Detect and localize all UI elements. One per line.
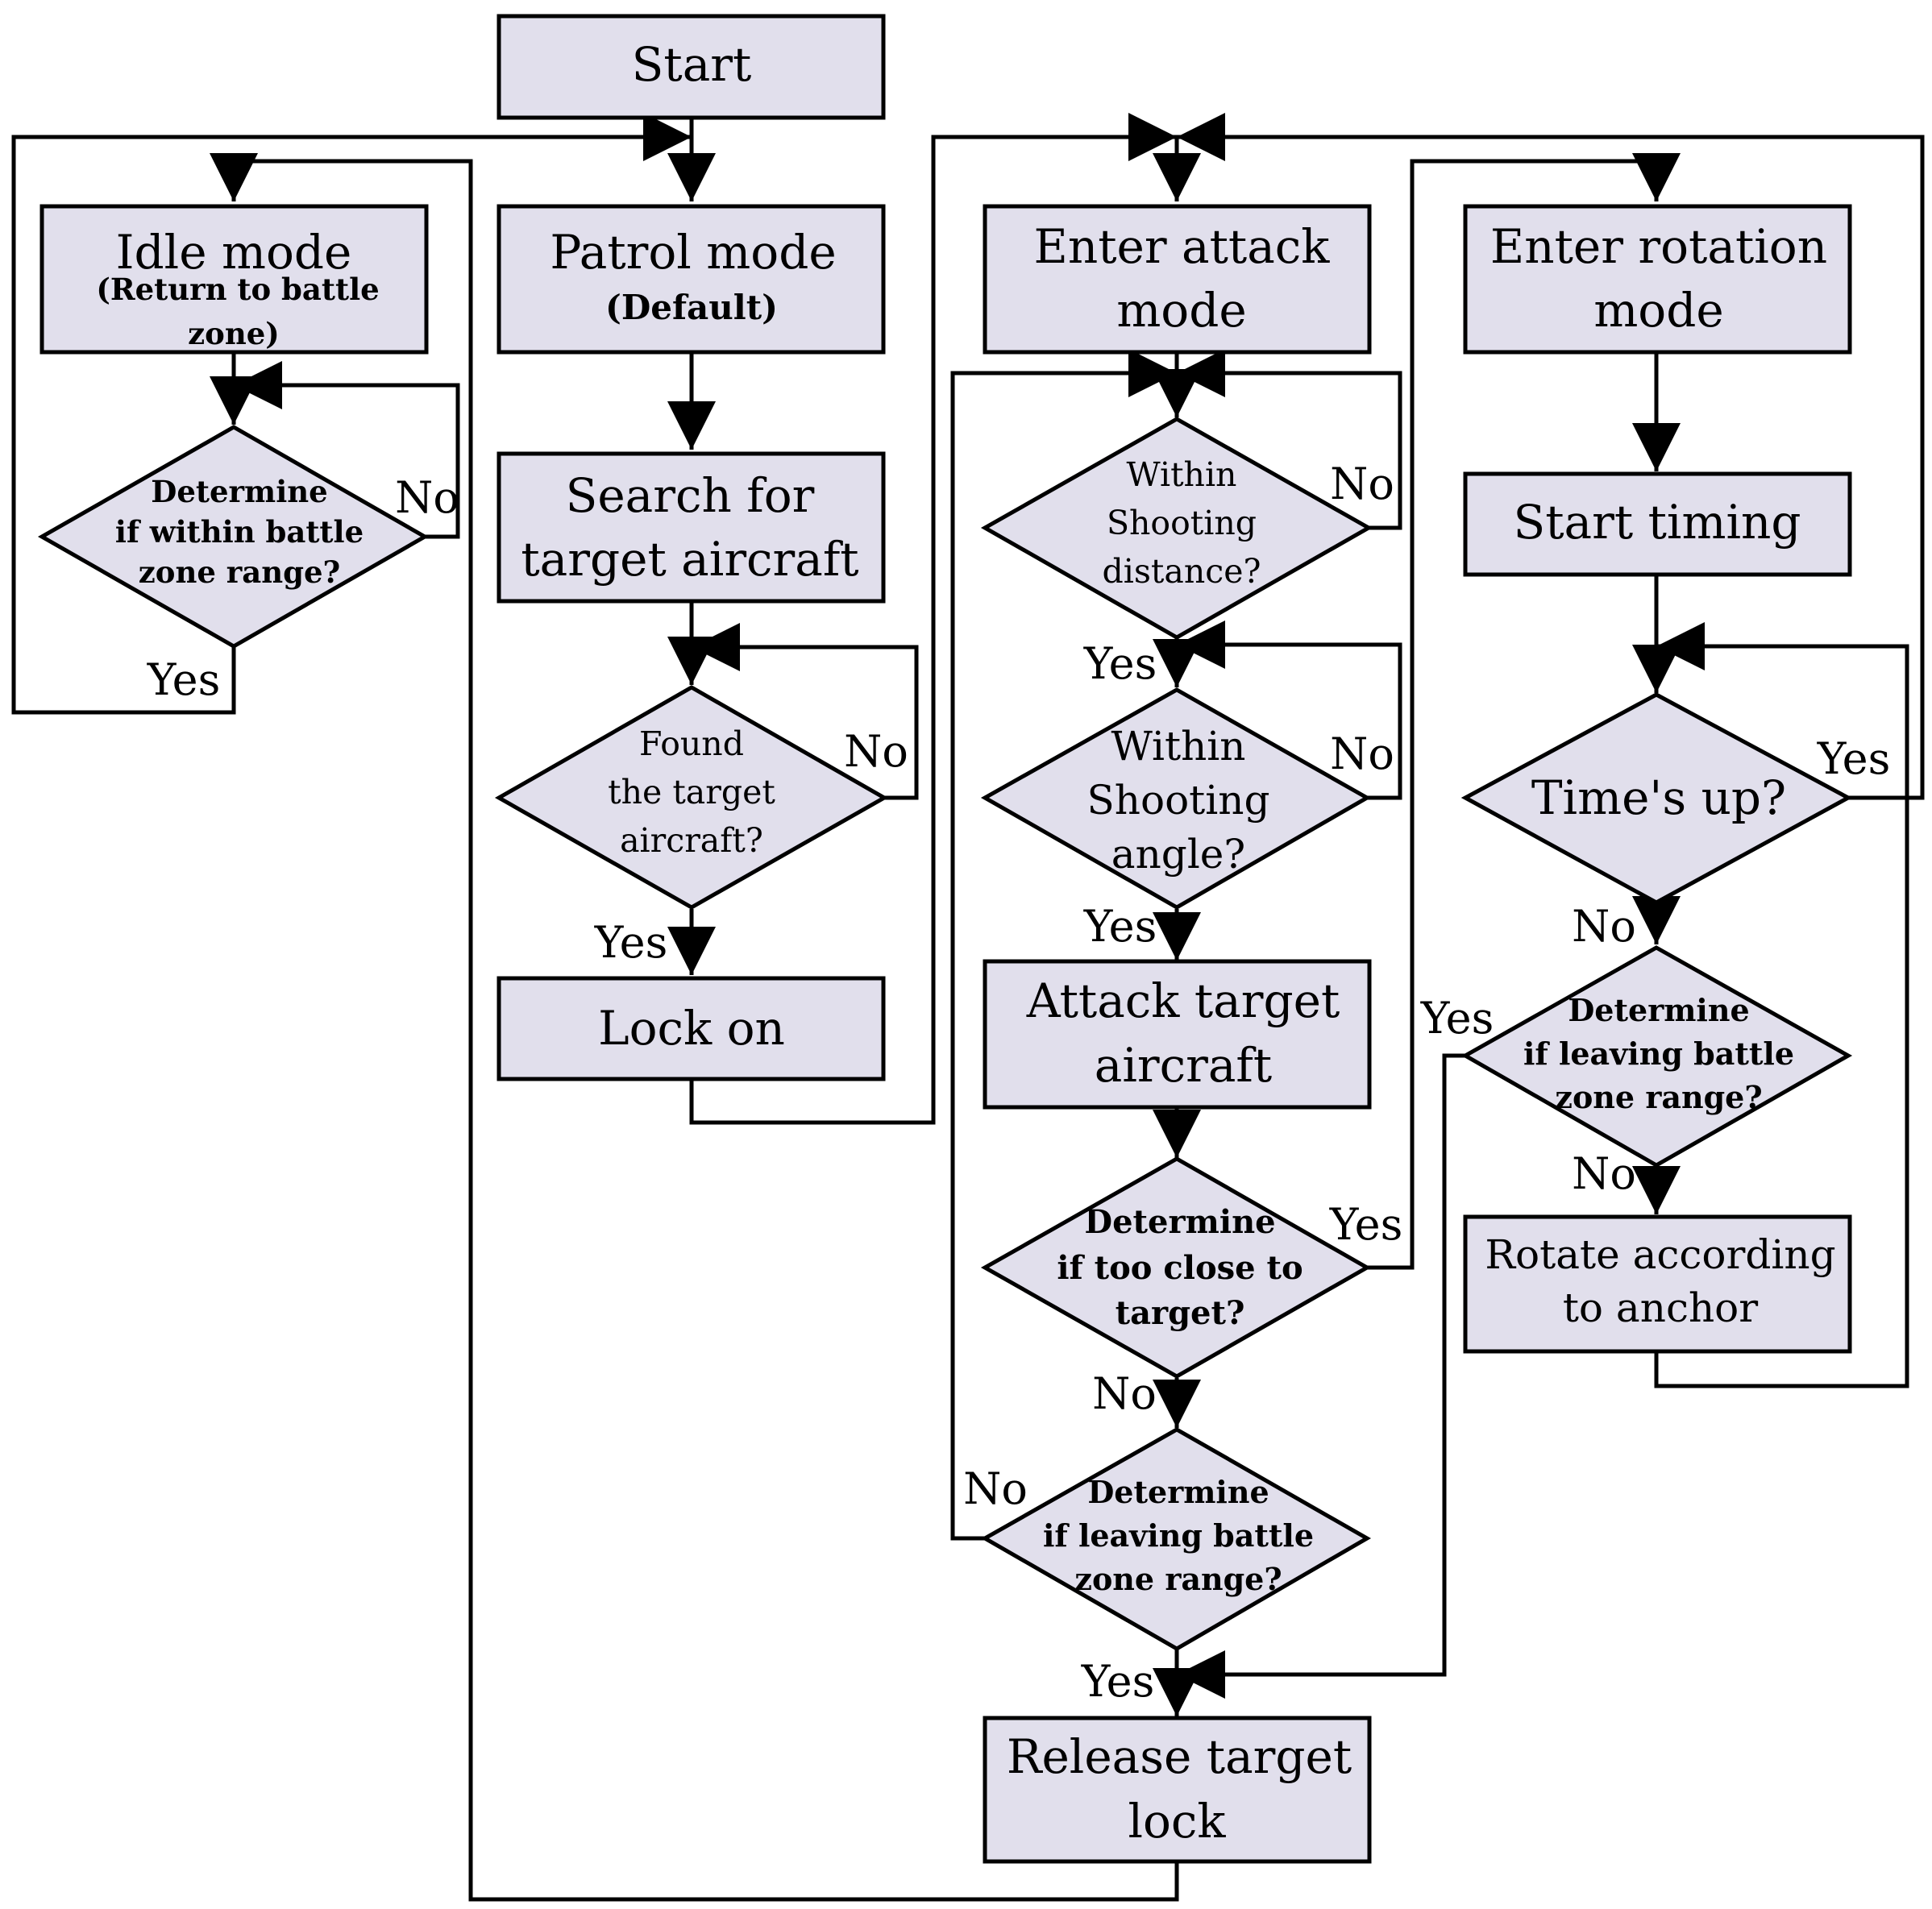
enter-rotation-mode-line-1: Enter rotation [1490, 219, 1827, 274]
distance-yes-label: Yes [1083, 638, 1157, 689]
lock-on-label: Lock on [598, 1001, 785, 1056]
shooting-distance-line-3: distance? [1103, 552, 1261, 591]
zone-yes-label: Yes [147, 654, 221, 705]
leaving-zone-attack-line-2: if leaving battle [1043, 1517, 1314, 1554]
idle-mode-sub-line-1: (Return to battle [96, 272, 379, 307]
search-target-line-1: Search for [566, 468, 815, 523]
search-target-line-2: target aircraft [521, 532, 858, 587]
release-lock-line-2: lock [1128, 1794, 1226, 1849]
shooting-angle-line-1: Within [1111, 723, 1246, 770]
edge-distance-no-loop [1177, 349, 1402, 530]
edge-idle-yes-to-patrol [11, 113, 692, 715]
too-close-yes-label: Yes [1329, 1199, 1403, 1250]
enter-attack-mode-line-1: Enter attack [1034, 219, 1331, 274]
rotate-anchor-line-1: Rotate according [1485, 1231, 1835, 1278]
leaving-zone-rotation-decision: Determine if leaving battle zone range? [1460, 945, 1853, 1168]
release-lock-line-1: Release target [1007, 1729, 1352, 1784]
edge-release-to-idle [210, 153, 1179, 1902]
times-up-label: Time's up? [1531, 770, 1786, 825]
edge-lock-to-attack-mode [689, 113, 1177, 1125]
enter-attack-mode-node: Enter attack mode [983, 204, 1372, 355]
start-timing-label: Start timing [1514, 495, 1801, 550]
found-no-label: No [844, 726, 908, 777]
enter-rotation-mode-line-2: mode [1593, 283, 1723, 338]
release-lock-node: Release target lock [983, 1716, 1372, 1864]
patrol-mode-node: Patrol mode (Default) [497, 204, 886, 355]
angle-yes-label: Yes [1083, 901, 1157, 952]
shooting-angle-line-2: Shooting [1087, 777, 1270, 824]
edge-zone-no-loop [234, 361, 460, 539]
shooting-angle-line-3: angle? [1111, 831, 1245, 878]
times-up-decision: Time's up? [1460, 692, 1853, 905]
idle-mode-label: Idle mode [116, 225, 352, 280]
attack-target-line-2: aircraft [1095, 1038, 1272, 1093]
too-close-line-1: Determine [1084, 1203, 1275, 1241]
start-label: Start [632, 37, 752, 92]
idle-mode-node: Idle mode (Return to battle zone) [39, 204, 429, 355]
rotate-anchor-node: Rotate according to anchor [1463, 1214, 1852, 1354]
edge-rotation-leaving-yes-to-release [1177, 1053, 1465, 1699]
edge-angle-no-loop [1177, 620, 1402, 800]
leaving-attack-no-label: No [963, 1463, 1028, 1514]
start-node: Start [497, 14, 886, 120]
within-zone-line-2: if within battle [115, 514, 364, 550]
patrol-mode-sub-label: (Default) [605, 288, 778, 327]
too-close-line-3: target? [1116, 1294, 1245, 1332]
rotate-anchor-line-2: to anchor [1563, 1284, 1758, 1331]
within-zone-line-3: zone range? [139, 554, 340, 590]
lock-on-node: Lock on [497, 976, 886, 1081]
enter-attack-mode-line-2: mode [1116, 283, 1246, 338]
shooting-distance-line-2: Shooting [1107, 504, 1257, 542]
edge-leaving-no-loop [950, 349, 1177, 1541]
leaving-attack-yes-label: Yes [1081, 1656, 1155, 1707]
rotation-leaving-no-label: No [1572, 1148, 1636, 1199]
distance-no-label: No [1330, 459, 1394, 509]
leaving-zone-attack-decision: Determine if leaving battle zone range? [980, 1427, 1372, 1651]
too-close-line-2: if too close to [1057, 1249, 1303, 1287]
leaving-zone-rotation-line-2: if leaving battle [1523, 1035, 1794, 1072]
too-close-no-label: No [1092, 1368, 1157, 1419]
edge-rotate-loop [1654, 622, 1909, 1388]
edge-found-no-loop [692, 623, 919, 800]
found-target-line-1: Found [639, 724, 744, 763]
edge-too-close-yes-to-rotation [1367, 153, 1681, 1270]
within-zone-line-1: Determine [151, 474, 327, 509]
connectors [11, 113, 1925, 1902]
edge-times-up-yes-to-attack [1177, 113, 1925, 800]
within-zone-decision: Determine if within battle zone range? [37, 425, 430, 649]
shooting-distance-line-1: Within [1127, 455, 1237, 494]
patrol-mode-label: Patrol mode [550, 225, 836, 280]
edge-labels: No Yes No Yes No Yes No Yes Yes No No Ye… [147, 459, 1891, 1707]
attack-target-node: Attack target aircraft [983, 959, 1372, 1110]
times-up-yes-label: Yes [1817, 733, 1891, 784]
shooting-distance-decision: Within Shooting distance? [980, 417, 1373, 640]
start-timing-node: Start timing [1463, 471, 1852, 577]
rotation-leaving-yes-label: Yes [1420, 993, 1494, 1044]
zone-no-label: No [395, 472, 459, 523]
too-close-decision: Determine if too close to target? [980, 1156, 1372, 1379]
found-yes-label: Yes [594, 917, 668, 968]
shooting-angle-decision: Within Shooting angle? [980, 687, 1372, 910]
found-target-line-3: aircraft? [620, 821, 763, 860]
attack-target-line-1: Attack target [1026, 973, 1340, 1028]
found-target-decision: Found the target aircraft? [494, 685, 889, 910]
leaving-zone-rotation-line-3: zone range? [1555, 1079, 1762, 1115]
search-target-node: Search for target aircraft [497, 451, 886, 604]
times-up-no-label: No [1572, 901, 1636, 952]
idle-mode-sub-line-2: zone) [188, 316, 280, 351]
leaving-zone-rotation-line-1: Determine [1568, 992, 1749, 1028]
leaving-zone-attack-line-1: Determine [1087, 1474, 1269, 1510]
found-target-line-2: the target [608, 773, 775, 811]
angle-no-label: No [1330, 728, 1394, 779]
leaving-zone-attack-line-3: zone range? [1074, 1561, 1282, 1597]
enter-rotation-mode-node: Enter rotation mode [1463, 204, 1852, 355]
